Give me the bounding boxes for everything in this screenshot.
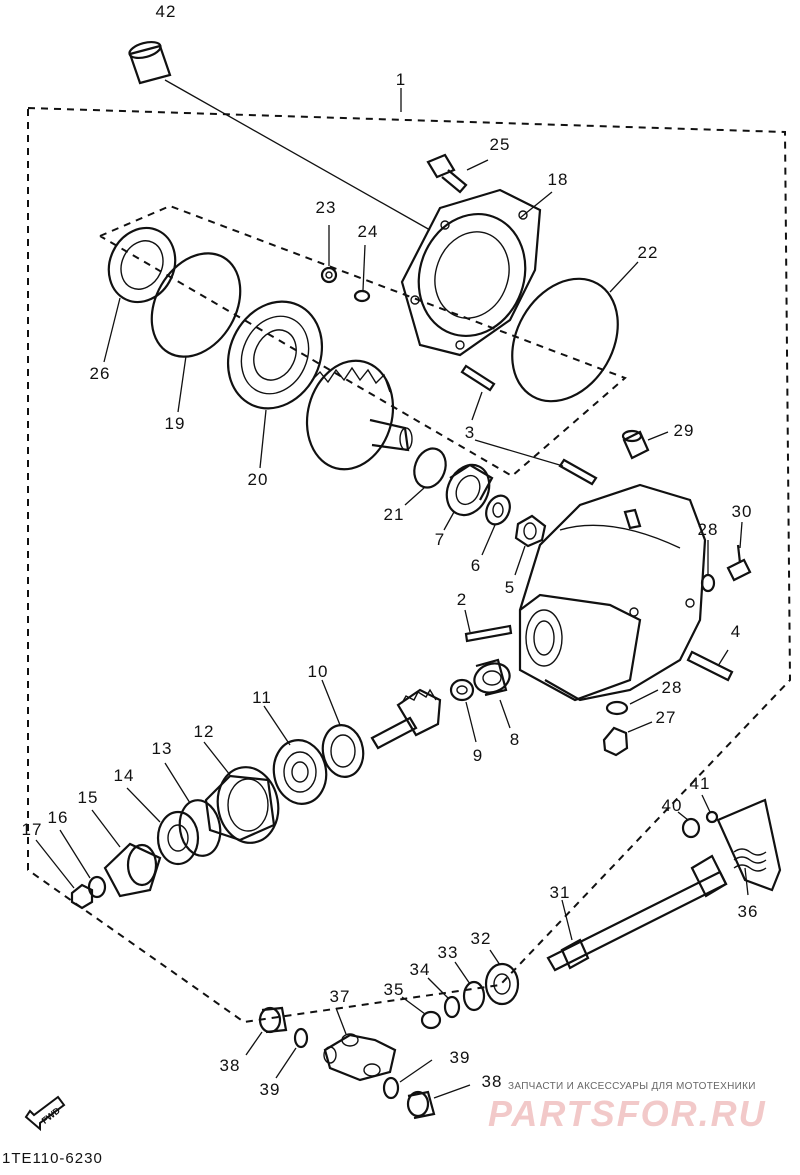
gear-case [518, 483, 707, 702]
label-1: 1 [395, 70, 407, 89]
label-27: 27 [655, 708, 677, 727]
label-28-upper: 28 [697, 520, 719, 539]
part-37-universal-joint [323, 1007, 397, 1082]
label-18: 18 [547, 170, 569, 189]
part-18-housing-cover [400, 188, 553, 357]
assembly-boundary [27, 106, 792, 1024]
part-42-bushing [128, 40, 431, 231]
part-10-oil-seal [321, 679, 365, 778]
label-4: 4 [730, 622, 742, 641]
label-34: 34 [409, 960, 431, 979]
label-39-right: 39 [449, 1048, 471, 1067]
label-2: 2 [456, 590, 468, 609]
part-31-drive-shaft [546, 854, 728, 972]
label-16: 16 [47, 808, 69, 827]
part-14-collar [126, 787, 200, 866]
part-6-washer [481, 494, 511, 556]
label-9: 9 [472, 746, 484, 765]
part-15-coupling [91, 809, 162, 898]
label-8: 8 [509, 730, 521, 749]
label-21: 21 [383, 505, 405, 524]
part-16-washer [59, 829, 107, 899]
label-33: 33 [437, 943, 459, 962]
part-4-stud [686, 649, 734, 682]
part-8-bearing [473, 658, 511, 729]
label-5: 5 [504, 578, 516, 597]
fwd-arrow-icon: FWD [24, 1095, 66, 1132]
label-40: 40 [661, 796, 683, 815]
part-41-bolt [701, 794, 719, 824]
label-17: 17 [21, 820, 43, 839]
label-22: 22 [637, 243, 659, 262]
label-11: 11 [252, 688, 272, 707]
label-10: 10 [307, 662, 329, 681]
label-39-left: 39 [259, 1080, 281, 1099]
part-11-bearing [263, 705, 328, 805]
part-30-bolt [726, 521, 752, 582]
label-25: 25 [489, 135, 511, 154]
part-7-bearing [443, 463, 494, 531]
part-27-plug [602, 721, 653, 757]
label-15: 15 [77, 788, 99, 807]
label-20: 20 [247, 470, 269, 489]
label-24: 24 [357, 222, 379, 241]
part-40-plug [677, 811, 701, 839]
part-32-bearing [484, 949, 520, 1006]
part-24-washer [353, 244, 371, 303]
label-31: 31 [549, 883, 571, 902]
label-38-left: 38 [219, 1056, 241, 1075]
label-37: 37 [329, 987, 351, 1006]
part-3-stud [460, 364, 598, 486]
part-9-washer [449, 678, 477, 743]
label-19: 19 [164, 414, 186, 433]
label-26: 26 [89, 364, 111, 383]
part-23-nut [320, 225, 338, 284]
pinion-gear [370, 688, 442, 750]
watermark-tagline: ЗАПЧАСТИ И АКСЕССУАРЫ ДЛЯ МОТОТЕХНИКИ [508, 1081, 756, 1092]
part-25-bolt [426, 153, 489, 194]
label-35: 35 [383, 980, 405, 999]
part-38-bearing-left [245, 1006, 288, 1056]
part-20-bearing [226, 300, 324, 469]
part-17-nut [35, 839, 94, 910]
part-12-bearing-retainer [203, 741, 280, 844]
label-23: 23 [315, 198, 337, 217]
label-38-right: 38 [481, 1072, 503, 1091]
part-22-o-ring [511, 261, 639, 403]
part-28-washer-upper [700, 540, 716, 593]
label-12: 12 [193, 722, 215, 741]
diagram-code: 1TE110-6230 [2, 1150, 103, 1167]
label-32: 32 [470, 929, 492, 948]
label-7: 7 [434, 530, 446, 549]
part-29-plug [621, 429, 669, 460]
part-26-oil-seal [103, 226, 177, 363]
part-34-circlip [427, 977, 461, 1019]
label-3: 3 [464, 423, 476, 442]
label-30: 30 [731, 502, 753, 521]
label-28-lower: 28 [661, 678, 683, 697]
part-5-nut [514, 514, 547, 576]
label-6: 6 [470, 556, 482, 575]
ring-gear [305, 359, 413, 471]
part-35-washer [401, 996, 442, 1030]
part-38-bearing-right [406, 1084, 471, 1120]
part-36-spring [716, 798, 782, 896]
part-33-washer [454, 961, 486, 1012]
subassembly-boundary [99, 204, 627, 478]
part-2-stud [464, 609, 513, 643]
label-14: 14 [113, 766, 135, 785]
part-39-circlip-left [275, 1027, 309, 1079]
label-13: 13 [151, 739, 173, 758]
label-29: 29 [673, 421, 695, 440]
part-21-shim [404, 447, 447, 506]
part-28-washer-lower [605, 689, 659, 716]
part-19-o-ring [150, 252, 242, 413]
part-13-o-ring [164, 762, 222, 857]
label-36: 36 [737, 902, 759, 921]
label-42: 42 [155, 2, 177, 21]
label-41: 41 [689, 774, 711, 793]
watermark-logo: PARTSFOR.RU [488, 1093, 767, 1134]
part-39-circlip-right [382, 1059, 433, 1100]
